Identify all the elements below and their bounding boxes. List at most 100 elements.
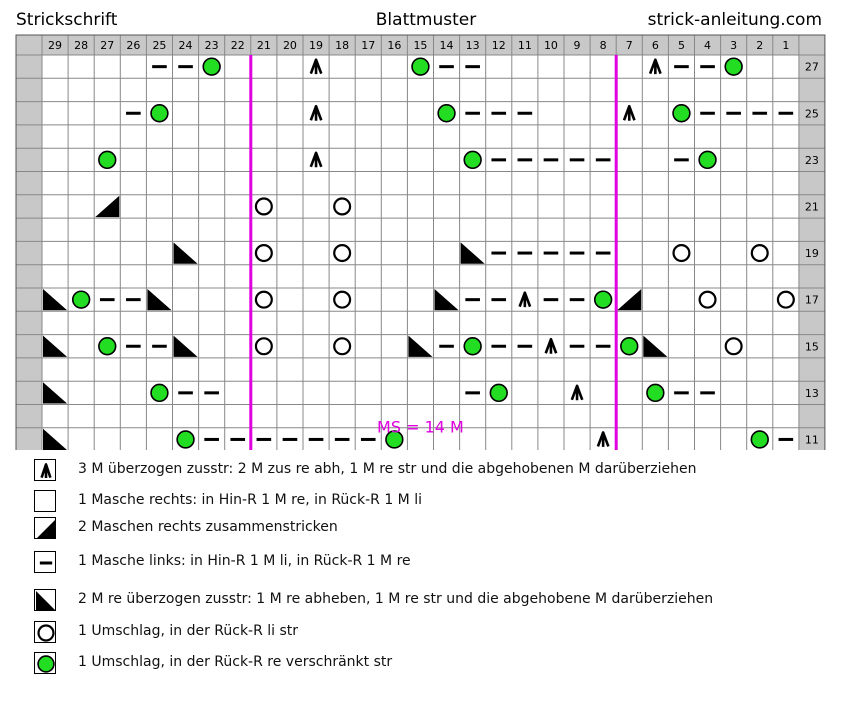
knitting-chart: 2929282827272626252524242323222221212020…	[15, 34, 826, 450]
knit-icon	[35, 491, 57, 513]
col-label-top: 11	[518, 39, 532, 52]
legend-symbol	[34, 490, 56, 512]
yo-green-icon	[463, 150, 482, 170]
row-label: 19	[805, 247, 819, 260]
yo-icon	[672, 244, 691, 263]
yo-green-icon	[71, 290, 91, 309]
dd-icon	[570, 384, 584, 401]
col-label-top: 4	[704, 39, 711, 52]
col-label-top: 8	[600, 39, 607, 52]
yo-green-icon	[411, 57, 430, 76]
yo-icon	[750, 244, 769, 263]
yo-icon	[254, 337, 273, 356]
col-label-top: 23	[205, 39, 219, 52]
yo-green-icon	[672, 104, 691, 123]
col-label-top: 9	[574, 39, 581, 52]
dd-icon	[309, 58, 323, 75]
row-label: 15	[805, 340, 819, 353]
yo-green-icon	[37, 655, 55, 673]
yo-green-icon	[437, 104, 456, 123]
dd-icon	[40, 463, 52, 479]
yo-icon	[333, 197, 352, 216]
col-label-top: 2	[756, 39, 763, 52]
dd-icon	[309, 104, 323, 121]
legend-text: 2 Maschen rechts zusammenstricken	[78, 519, 338, 535]
col-label-top: 20	[283, 39, 297, 52]
col-label-top: 22	[231, 39, 245, 52]
k2tog-icon	[36, 519, 56, 539]
ssk-icon	[434, 289, 459, 311]
dd-icon	[596, 431, 610, 447]
legend-symbol	[34, 621, 56, 643]
dd-icon	[518, 291, 532, 308]
site-name: strick-anleitung.com	[647, 10, 822, 30]
yo-green-icon	[724, 57, 743, 76]
col-label-top: 25	[152, 39, 166, 52]
col-label-top: 10	[544, 39, 558, 52]
ssk-icon	[173, 335, 198, 357]
ssk-icon	[43, 428, 67, 450]
row-label: 13	[805, 387, 819, 400]
yo-icon	[37, 624, 55, 642]
col-label-top: 14	[440, 39, 454, 52]
yo-green-icon	[202, 57, 221, 76]
yo-green-icon	[385, 430, 404, 449]
legend-text: 1 Masche links: in Hin-R 1 M li, in Rück…	[78, 553, 411, 569]
col-label-top: 29	[48, 39, 62, 52]
legend-symbol	[34, 517, 56, 539]
ssk-icon	[173, 242, 198, 264]
col-label-top: 28	[74, 39, 88, 52]
k2tog-icon	[617, 289, 642, 311]
chart-border	[15, 34, 826, 450]
col-label-top: 15	[413, 39, 427, 52]
dd-icon	[544, 337, 558, 354]
yo-green-icon	[463, 337, 482, 356]
col-label-top: 17	[361, 39, 375, 52]
yo-icon	[333, 290, 352, 309]
col-label-top: 16	[387, 39, 401, 52]
row-label: 21	[805, 200, 819, 213]
yo-green-icon	[646, 383, 665, 403]
row-label: 25	[805, 107, 819, 120]
col-label-top: 13	[466, 39, 480, 52]
yo-green-icon	[98, 337, 117, 356]
dd-icon	[40, 463, 52, 479]
row-label: 17	[805, 294, 819, 307]
col-label-top: 3	[730, 39, 737, 52]
right-row-band	[798, 55, 825, 450]
yo-icon	[254, 290, 273, 309]
legend-text: 1 Masche rechts: in Hin-R 1 M re, in Rüc…	[78, 492, 422, 508]
yo-icon	[254, 244, 273, 263]
ssk-icon	[147, 289, 172, 311]
yo-icon	[776, 290, 795, 309]
yo-icon	[254, 197, 273, 216]
legend-text: 3 M überzogen zusstr: 2 M zus re abh, 1 …	[78, 461, 697, 477]
k2tog-icon	[95, 195, 120, 218]
ssk-icon	[460, 242, 485, 264]
chart-label: Strickschrift	[16, 10, 118, 30]
legend-symbol	[34, 589, 56, 611]
ssk-icon	[643, 335, 668, 357]
col-label-top: 18	[335, 39, 349, 52]
yo-green-icon	[489, 383, 508, 403]
yo-icon	[333, 337, 352, 356]
col-label-top: 6	[652, 39, 659, 52]
yo-green-icon	[620, 337, 639, 356]
ssk-icon	[43, 335, 68, 357]
legend-text: 1 Umschlag, in der Rück-R li str	[78, 623, 299, 639]
purl-icon	[39, 561, 53, 565]
ssk-icon	[43, 289, 68, 311]
row-label: 23	[805, 154, 819, 167]
ssk-icon	[36, 591, 56, 611]
col-label-top: 24	[179, 39, 193, 52]
col-label-top: 21	[257, 39, 271, 52]
col-label-top: 26	[126, 39, 140, 52]
yo-green-icon	[176, 430, 195, 449]
yo-icon	[724, 337, 743, 356]
k2tog-icon	[36, 519, 56, 539]
legend-symbol	[34, 459, 56, 481]
row-label: 27	[805, 61, 819, 74]
dd-icon	[622, 104, 636, 121]
col-label-top: 5	[678, 39, 685, 52]
pattern-title: Blattmuster	[375, 10, 477, 30]
